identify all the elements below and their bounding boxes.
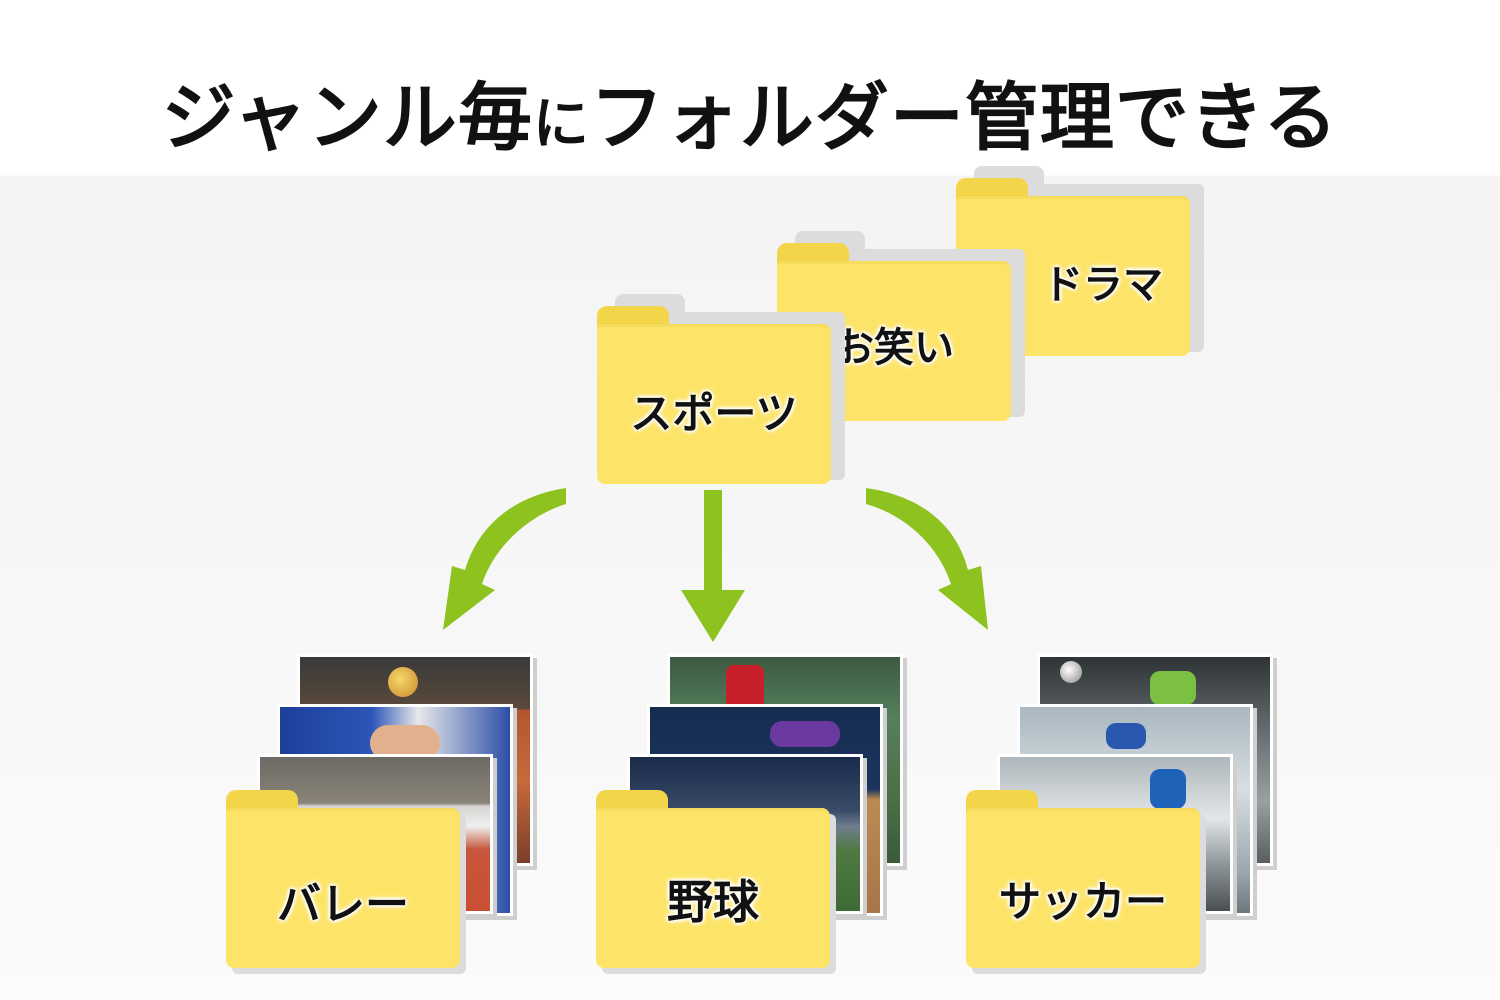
soccer-ball-icon [1060,661,1082,683]
title-particle: に [532,92,590,157]
folder-baseball[interactable]: 野球 [596,790,836,974]
volleyball-ball-icon [388,667,418,697]
folder-label-comedy: お笑い [834,325,954,371]
kicker-figure [1150,769,1186,809]
batter-figure [726,665,764,711]
title-rest: フォルダー管理できる [589,75,1339,161]
folder-comedy[interactable]: お笑い [777,231,1025,421]
folder-body [966,808,1200,968]
header-figure [1106,723,1146,749]
folder-label-volleyball: バレー [277,879,409,930]
folder-label-soccer: サッカー [998,877,1167,926]
arrow-left-icon [443,488,566,630]
goalkeeper-figure [1150,671,1196,705]
folder-volleyball[interactable]: バレー [226,790,466,974]
folder-label-baseball: 野球 [667,875,759,929]
slider-figure [770,721,840,747]
folder-body [226,808,460,968]
folder-body [597,324,831,484]
arrow-down-icon [681,490,745,642]
page-title: ジャンル毎にフォルダー管理できる [0,58,1500,165]
folder-sports[interactable]: スポーツ [597,294,845,484]
folder-label-drama: ドラマ [1043,262,1163,308]
folder-label-sports: スポーツ [630,389,798,438]
arrow-right-icon [866,488,988,630]
folder-soccer[interactable]: サッカー [966,790,1206,974]
title-main: ジャンル毎 [161,75,533,161]
folder-body [596,808,830,968]
